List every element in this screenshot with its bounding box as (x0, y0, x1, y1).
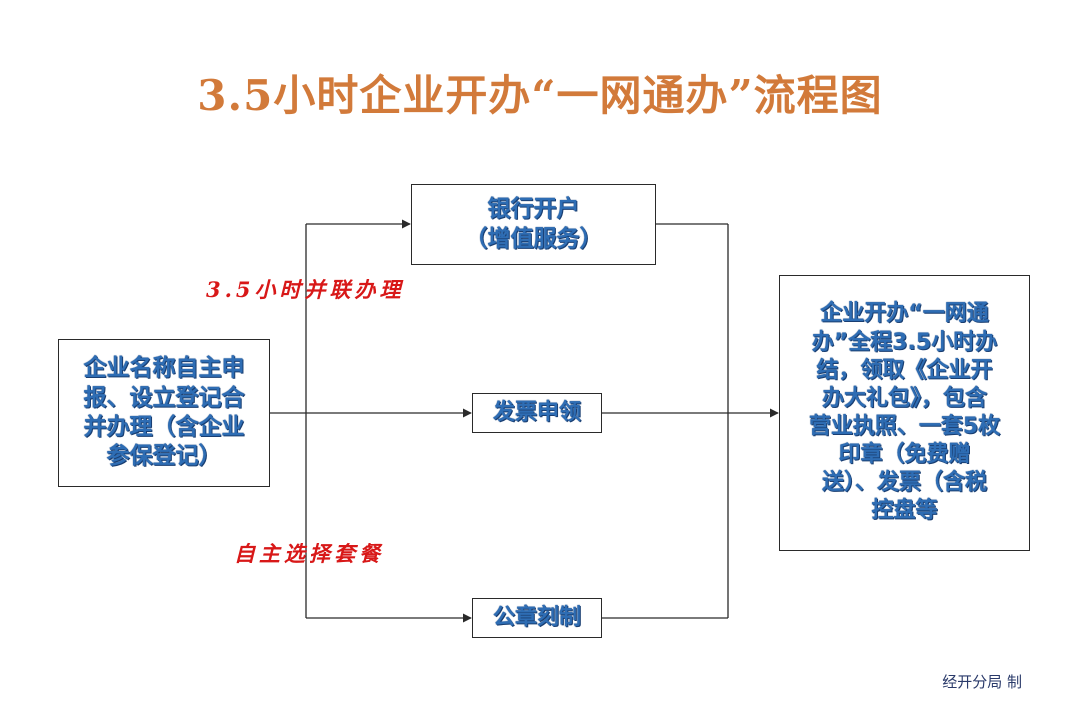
label-parallel: 3.5小时并联办理 (206, 277, 405, 302)
node-seal: 公章刻制 (472, 598, 602, 638)
node-result-line: 印章（免费赠 (838, 442, 971, 468)
node-result-line: 办”全程3.5小时办 (811, 329, 998, 355)
label-package: 自主选择套餐 (234, 541, 384, 566)
node-start: 企业名称自主申 报、设立登记合 并办理（含企业 参保登记） (58, 339, 270, 487)
node-seal-line: 公章刻制 (492, 604, 581, 630)
node-result: 企业开办“一网通 办”全程3.5小时办 结，领取《企业开 办大礼包》，包含 营业… (779, 275, 1030, 551)
node-result-line: 送）、发票（含税 (821, 470, 987, 496)
node-result-line: 控盘等 (871, 498, 938, 524)
node-bank: 银行开户 （增值服务） (411, 184, 656, 265)
node-start-line: 参保登记） (106, 443, 222, 470)
node-result-line: 营业执照、一套5枚 (808, 414, 1001, 439)
page-title: 3.5小时企业开办“一网通办”流程图 (197, 71, 883, 120)
node-invoice: 发票申领 (472, 393, 602, 433)
node-start-line: 报、设立登记合 (83, 384, 245, 411)
node-result-line: 办大礼包》，包含 (821, 385, 987, 411)
node-result-line: 结，领取《企业开 (816, 357, 993, 383)
node-bank-line: 银行开户 (487, 196, 580, 223)
node-invoice-line: 发票申领 (492, 399, 581, 425)
node-start-line: 企业名称自主申 (83, 355, 245, 382)
node-result-line: 企业开办“一网通 (820, 301, 989, 327)
node-bank-line: （增值服务） (464, 225, 603, 252)
footer-credit: 经开分局 制 (942, 673, 1022, 691)
node-start-line: 并办理（含企业 (83, 414, 245, 440)
